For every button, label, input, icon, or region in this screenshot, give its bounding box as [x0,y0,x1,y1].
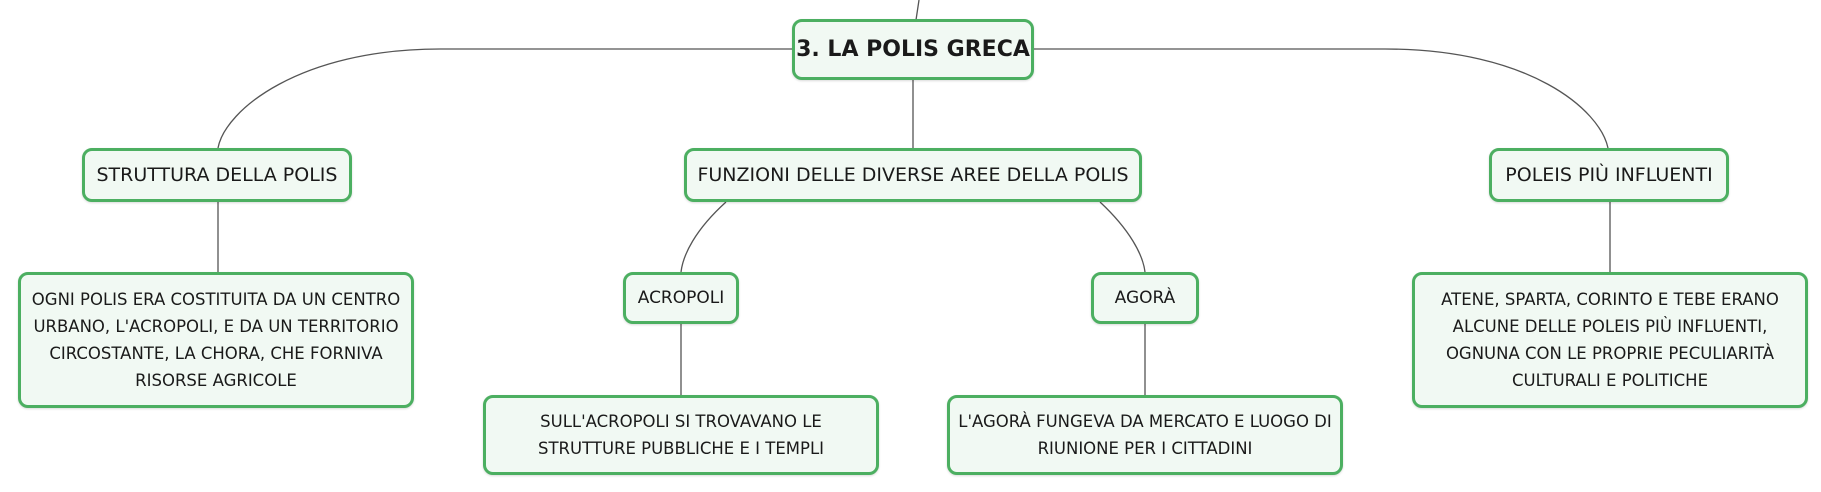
detail-node-poleis[interactable]: ATENE, SPARTA, CORINTO E TEBE ERANO ALCU… [1412,272,1808,408]
connector-root-to-struttura [217,48,795,149]
branch-node-label: POLEIS PIÙ INFLUENTI [1505,164,1713,186]
detail-node-text: L'AGORÀ FUNGEVA DA MERCATO E LUOGO DI RI… [958,412,1332,458]
detail-node-struttura[interactable]: OGNI POLIS ERA COSTITUITA DA UN CENTRO U… [18,272,414,408]
branch-node-funzioni[interactable]: FUNZIONI DELLE DIVERSE AREE DELLA POLIS [684,148,1142,202]
detail-node-agora[interactable]: L'AGORÀ FUNGEVA DA MERCATO E LUOGO DI RI… [947,395,1343,475]
connector-funzioni-to-acropoli [680,201,727,273]
sub-node-agora[interactable]: AGORÀ [1091,272,1199,324]
sub-node-label: ACROPOLI [637,288,725,308]
branch-node-label: FUNZIONI DELLE DIVERSE AREE DELLA POLIS [697,164,1129,186]
sub-node-acropoli[interactable]: ACROPOLI [623,272,739,324]
connector-root-to-poleis [1034,48,1609,149]
root-node[interactable]: 3. LA POLIS GRECA [792,19,1034,80]
branch-node-struttura[interactable]: STRUTTURA DELLA POLIS [82,148,352,202]
detail-node-text: ATENE, SPARTA, CORINTO E TEBE ERANO ALCU… [1441,290,1779,390]
detail-node-acropoli[interactable]: SULL'ACROPOLI SI TROVAVANO LE STRUTTURE … [483,395,879,475]
connector-parent-to-root [915,0,920,21]
detail-node-text: SULL'ACROPOLI SI TROVAVANO LE STRUTTURE … [537,412,825,458]
branch-node-poleis[interactable]: POLEIS PIÙ INFLUENTI [1489,148,1729,202]
branch-node-label: STRUTTURA DELLA POLIS [96,164,338,186]
detail-node-text: OGNI POLIS ERA COSTITUITA DA UN CENTRO U… [31,290,401,390]
sub-node-label: AGORÀ [1114,288,1176,308]
root-node-label: 3. LA POLIS GRECA [796,37,1030,62]
connector-funzioni-to-agora [1099,201,1146,273]
